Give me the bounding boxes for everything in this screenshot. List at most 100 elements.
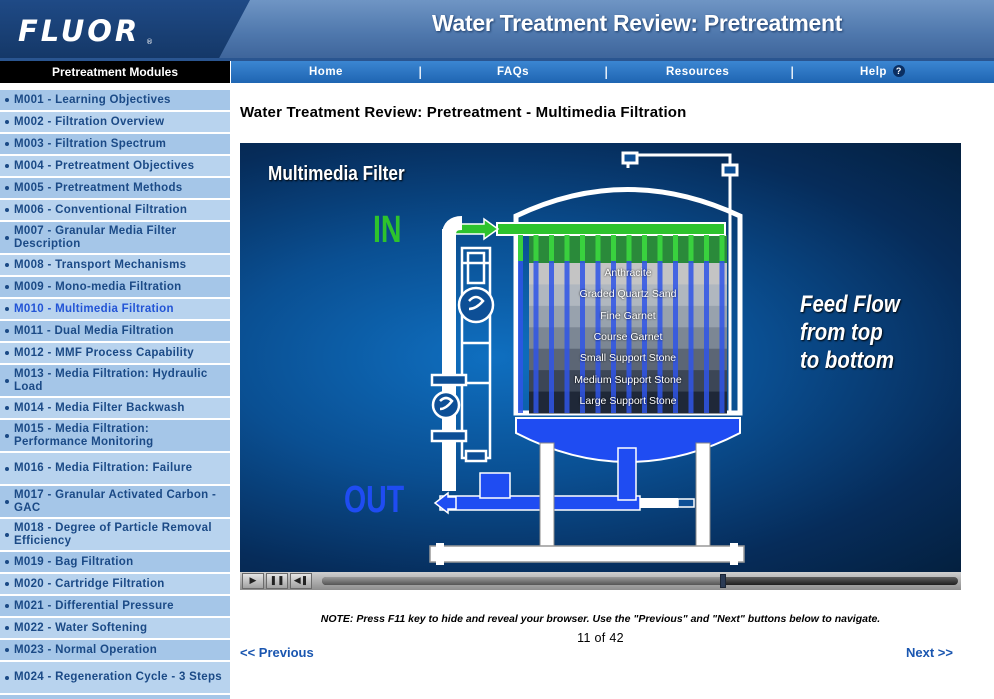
sidebar-item[interactable]: M001 - Learning Objectives bbox=[0, 90, 230, 111]
sidebar-item-label: M014 - Media Filter Backwash bbox=[14, 401, 185, 414]
sidebar-item-label: M012 - MMF Process Capability bbox=[14, 346, 194, 359]
sidebar-item[interactable]: M008 - Transport Mechanisms bbox=[0, 255, 230, 276]
drain-valve bbox=[677, 498, 695, 508]
sidebar-item[interactable]: M024 - Regeneration Cycle - 3 Steps bbox=[0, 662, 230, 694]
logo-registered-mark: ® bbox=[146, 38, 153, 46]
distributor-tube-inflow bbox=[580, 235, 585, 261]
rewind-button[interactable]: ◀❚ bbox=[290, 573, 312, 589]
nav-separator: | bbox=[418, 65, 423, 79]
rewind-icon: ◀❚ bbox=[293, 576, 309, 586]
sidebar-item[interactable]: M005 - Pretreatment Methods bbox=[0, 178, 230, 199]
distributor-tube-inflow bbox=[611, 235, 616, 261]
sidebar-item[interactable]: M021 - Differential Pressure bbox=[0, 596, 230, 617]
bullet-icon bbox=[5, 329, 9, 333]
next-link[interactable]: Next >> bbox=[906, 645, 953, 660]
sidebar-item[interactable]: M015 - Media Filtration: Performance Mon… bbox=[0, 420, 230, 452]
nav-home-link[interactable]: Home bbox=[309, 66, 343, 78]
outlet-spool bbox=[640, 498, 678, 508]
nav-separator: | bbox=[790, 65, 795, 79]
bullet-icon bbox=[5, 582, 9, 586]
sidebar-item[interactable]: M012 - MMF Process Capability bbox=[0, 343, 230, 364]
nav-resources-link[interactable]: Resources bbox=[666, 66, 730, 78]
distributor-tube-inflow bbox=[564, 235, 570, 261]
nav-faqs-link[interactable]: FAQs bbox=[497, 66, 530, 78]
distributor-tube bbox=[642, 235, 647, 413]
skid-end bbox=[436, 543, 444, 565]
sidebar-item[interactable]: M017 - Granular Activated Carbon - GAC bbox=[0, 486, 230, 518]
bullet-icon bbox=[5, 406, 9, 410]
sidebar-item[interactable]: M011 - Dual Media Filtration bbox=[0, 321, 230, 342]
nav-help-link[interactable]: Help? bbox=[860, 61, 905, 83]
sidebar-item-label: M008 - Transport Mechanisms bbox=[14, 258, 187, 271]
bullet-icon bbox=[5, 532, 9, 537]
outlet-arrow bbox=[433, 491, 457, 515]
distributor-tube bbox=[673, 235, 678, 413]
sidebar-item-label: M010 - Multimedia Filtration bbox=[14, 302, 174, 315]
sidebar-item[interactable]: M009 - Mono-media Filtration bbox=[0, 277, 230, 298]
sidebar-item[interactable]: M010 - Multimedia Filtration bbox=[0, 299, 230, 320]
distributor-tube bbox=[533, 235, 539, 413]
sidebar-item[interactable]: M018 - Degree of Particle Removal Effici… bbox=[0, 519, 230, 551]
seek-thumb[interactable] bbox=[719, 574, 726, 588]
pause-button[interactable]: ❚❚ bbox=[266, 573, 288, 589]
outlet-valve bbox=[479, 472, 511, 499]
play-button[interactable]: ▶ bbox=[242, 573, 264, 589]
sidebar-item[interactable]: M004 - Pretreatment Objectives bbox=[0, 156, 230, 177]
sidebar-item[interactable]: M019 - Bag Filtration bbox=[0, 552, 230, 573]
tank-leg bbox=[695, 442, 711, 549]
media-layer-label: Large Support Stone bbox=[579, 395, 677, 408]
distributor-tube bbox=[518, 235, 523, 413]
distributor-tube bbox=[657, 235, 663, 413]
previous-link[interactable]: << Previous bbox=[240, 645, 314, 660]
sidebar-item-label: M023 - Normal Operation bbox=[14, 643, 158, 656]
sidebar-item[interactable]: M006 - Conventional Filtration bbox=[0, 200, 230, 221]
sidebar-item-label: M003 - Filtration Spectrum bbox=[14, 137, 167, 150]
sidebar-item[interactable]: M022 - Water Softening bbox=[0, 618, 230, 639]
distributor-tube bbox=[549, 235, 554, 413]
top-navigation: Home | FAQs | Resources | Help? bbox=[230, 61, 994, 83]
bullet-icon bbox=[5, 351, 9, 355]
feed-flow-text: Feed Flow from top to bottom bbox=[800, 291, 900, 375]
bullet-icon bbox=[5, 164, 9, 168]
bullet-icon bbox=[5, 626, 9, 630]
distributor-tube bbox=[688, 235, 694, 413]
sidebar-item[interactable]: M016 - Media Filtration: Failure bbox=[0, 453, 230, 485]
distributor-tube bbox=[595, 235, 601, 413]
sidebar-item[interactable]: M025 - Initial Charging of the Resin bbox=[0, 695, 230, 699]
page-counter: 11 of 42 bbox=[577, 631, 624, 645]
multimedia-filter-diagram bbox=[429, 151, 745, 565]
skid-end bbox=[730, 543, 738, 565]
seek-bar[interactable] bbox=[322, 574, 958, 588]
inlet-arrow bbox=[451, 217, 500, 241]
media-layer-label: Small Support Stone bbox=[579, 352, 677, 365]
sidebar-item-label: M005 - Pretreatment Methods bbox=[14, 181, 183, 194]
tank-leg bbox=[539, 442, 555, 549]
sidebar-item[interactable]: M020 - Cartridge Filtration bbox=[0, 574, 230, 595]
seek-progress bbox=[322, 577, 723, 585]
fluor-logo[interactable]: FLUOR bbox=[18, 14, 141, 48]
distributor-tube bbox=[626, 235, 632, 413]
sidebar-item-label: M021 - Differential Pressure bbox=[14, 599, 174, 612]
sidebar-item[interactable]: M014 - Media Filter Backwash bbox=[0, 398, 230, 419]
sidebar-item[interactable]: M003 - Filtration Spectrum bbox=[0, 134, 230, 155]
sidebar-heading: Pretreatment Modules bbox=[0, 61, 230, 83]
distributor-tube bbox=[704, 235, 709, 413]
sidebar-item[interactable]: M002 - Filtration Overview bbox=[0, 112, 230, 133]
sidebar-item-label: M007 - Granular Media Filter Description bbox=[14, 224, 177, 250]
header-divider bbox=[0, 58, 994, 61]
distributor-tube-inflow bbox=[673, 235, 678, 261]
sidebar-item-label: M020 - Cartridge Filtration bbox=[14, 577, 165, 590]
sidebar-item[interactable]: M007 - Granular Media Filter Description bbox=[0, 222, 230, 254]
sidebar-item[interactable]: M023 - Normal Operation bbox=[0, 640, 230, 661]
distributor-tube-inflow bbox=[719, 235, 725, 261]
site-header: FLUOR ® Water Treatment Review: Pretreat… bbox=[0, 0, 994, 61]
distributor-tube-inflow bbox=[642, 235, 647, 261]
distributor-tube-inflow bbox=[533, 235, 539, 261]
media-layer-label: Anthracite bbox=[604, 266, 652, 279]
help-icon: ? bbox=[892, 65, 905, 77]
tank-shell bbox=[513, 187, 743, 416]
media-layer-label: Course Garnet bbox=[593, 331, 663, 343]
sidebar-item[interactable]: M013 - Media Filtration: Hydraulic Load bbox=[0, 365, 230, 397]
